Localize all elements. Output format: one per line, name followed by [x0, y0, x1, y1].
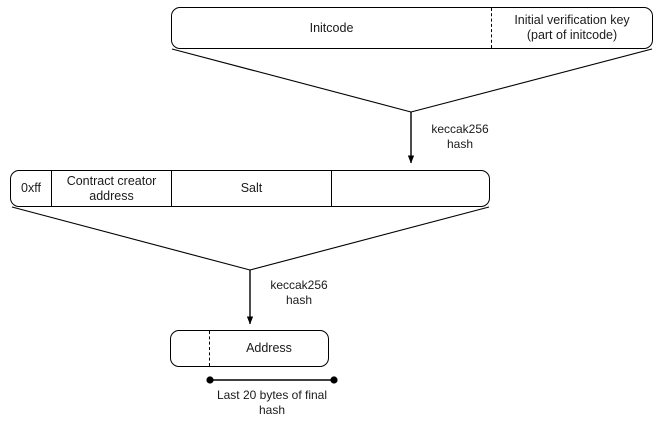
initcode-box: Initcode Initial verification key (part …: [171, 7, 653, 49]
address-prefix-cell: [171, 331, 209, 366]
prefix-0xff-cell: 0xff: [21, 181, 41, 195]
initial-verification-key-cell: Initial verification key (part of initco…: [491, 8, 652, 48]
salt-cell: Salt: [171, 171, 331, 206]
first-hash-label: keccak256 hash: [431, 122, 489, 151]
second-hash-label: keccak256 hash: [270, 278, 328, 307]
measure-caption: Last 20 bytes of final hash: [216, 388, 328, 417]
contract-creator-address-cell: Contract creator address: [51, 171, 171, 206]
initcode-funnel: [171, 48, 653, 113]
preimage-box: 0xff Contract creator address Salt: [10, 170, 490, 207]
measure-bar: [206, 376, 338, 384]
address-cell: Address: [209, 331, 328, 366]
preimage-funnel: [11, 206, 490, 271]
initcode-cell: Initcode: [309, 20, 354, 35]
address-box: Address: [170, 330, 329, 367]
initcode-hash-cell: [331, 171, 489, 206]
